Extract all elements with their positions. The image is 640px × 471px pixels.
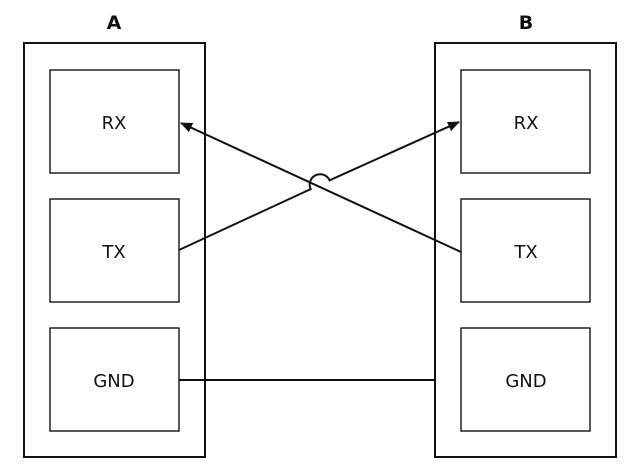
wire-a-tx-to-b-rx (178, 121, 460, 251)
device-b-label: B (519, 12, 533, 34)
device-a-rx-box (49, 69, 180, 174)
device-a-rx-label: RX (102, 113, 127, 134)
device-b-gnd-label: GND (505, 371, 546, 392)
device-b-rx-box (460, 69, 591, 174)
device-b-tx-box (460, 198, 591, 303)
device-a-gnd-box (49, 327, 180, 432)
device-a-gnd-label: GND (93, 371, 134, 392)
device-b-gnd-box (460, 327, 591, 432)
device-a-label: A (107, 12, 122, 34)
device-a-tx-label: TX (101, 242, 125, 263)
wire-b-tx-to-a-rx (180, 122, 462, 253)
device-b-tx-label: TX (513, 242, 537, 263)
device-b-rx-label: RX (514, 113, 539, 134)
device-a-tx-box (49, 198, 180, 303)
